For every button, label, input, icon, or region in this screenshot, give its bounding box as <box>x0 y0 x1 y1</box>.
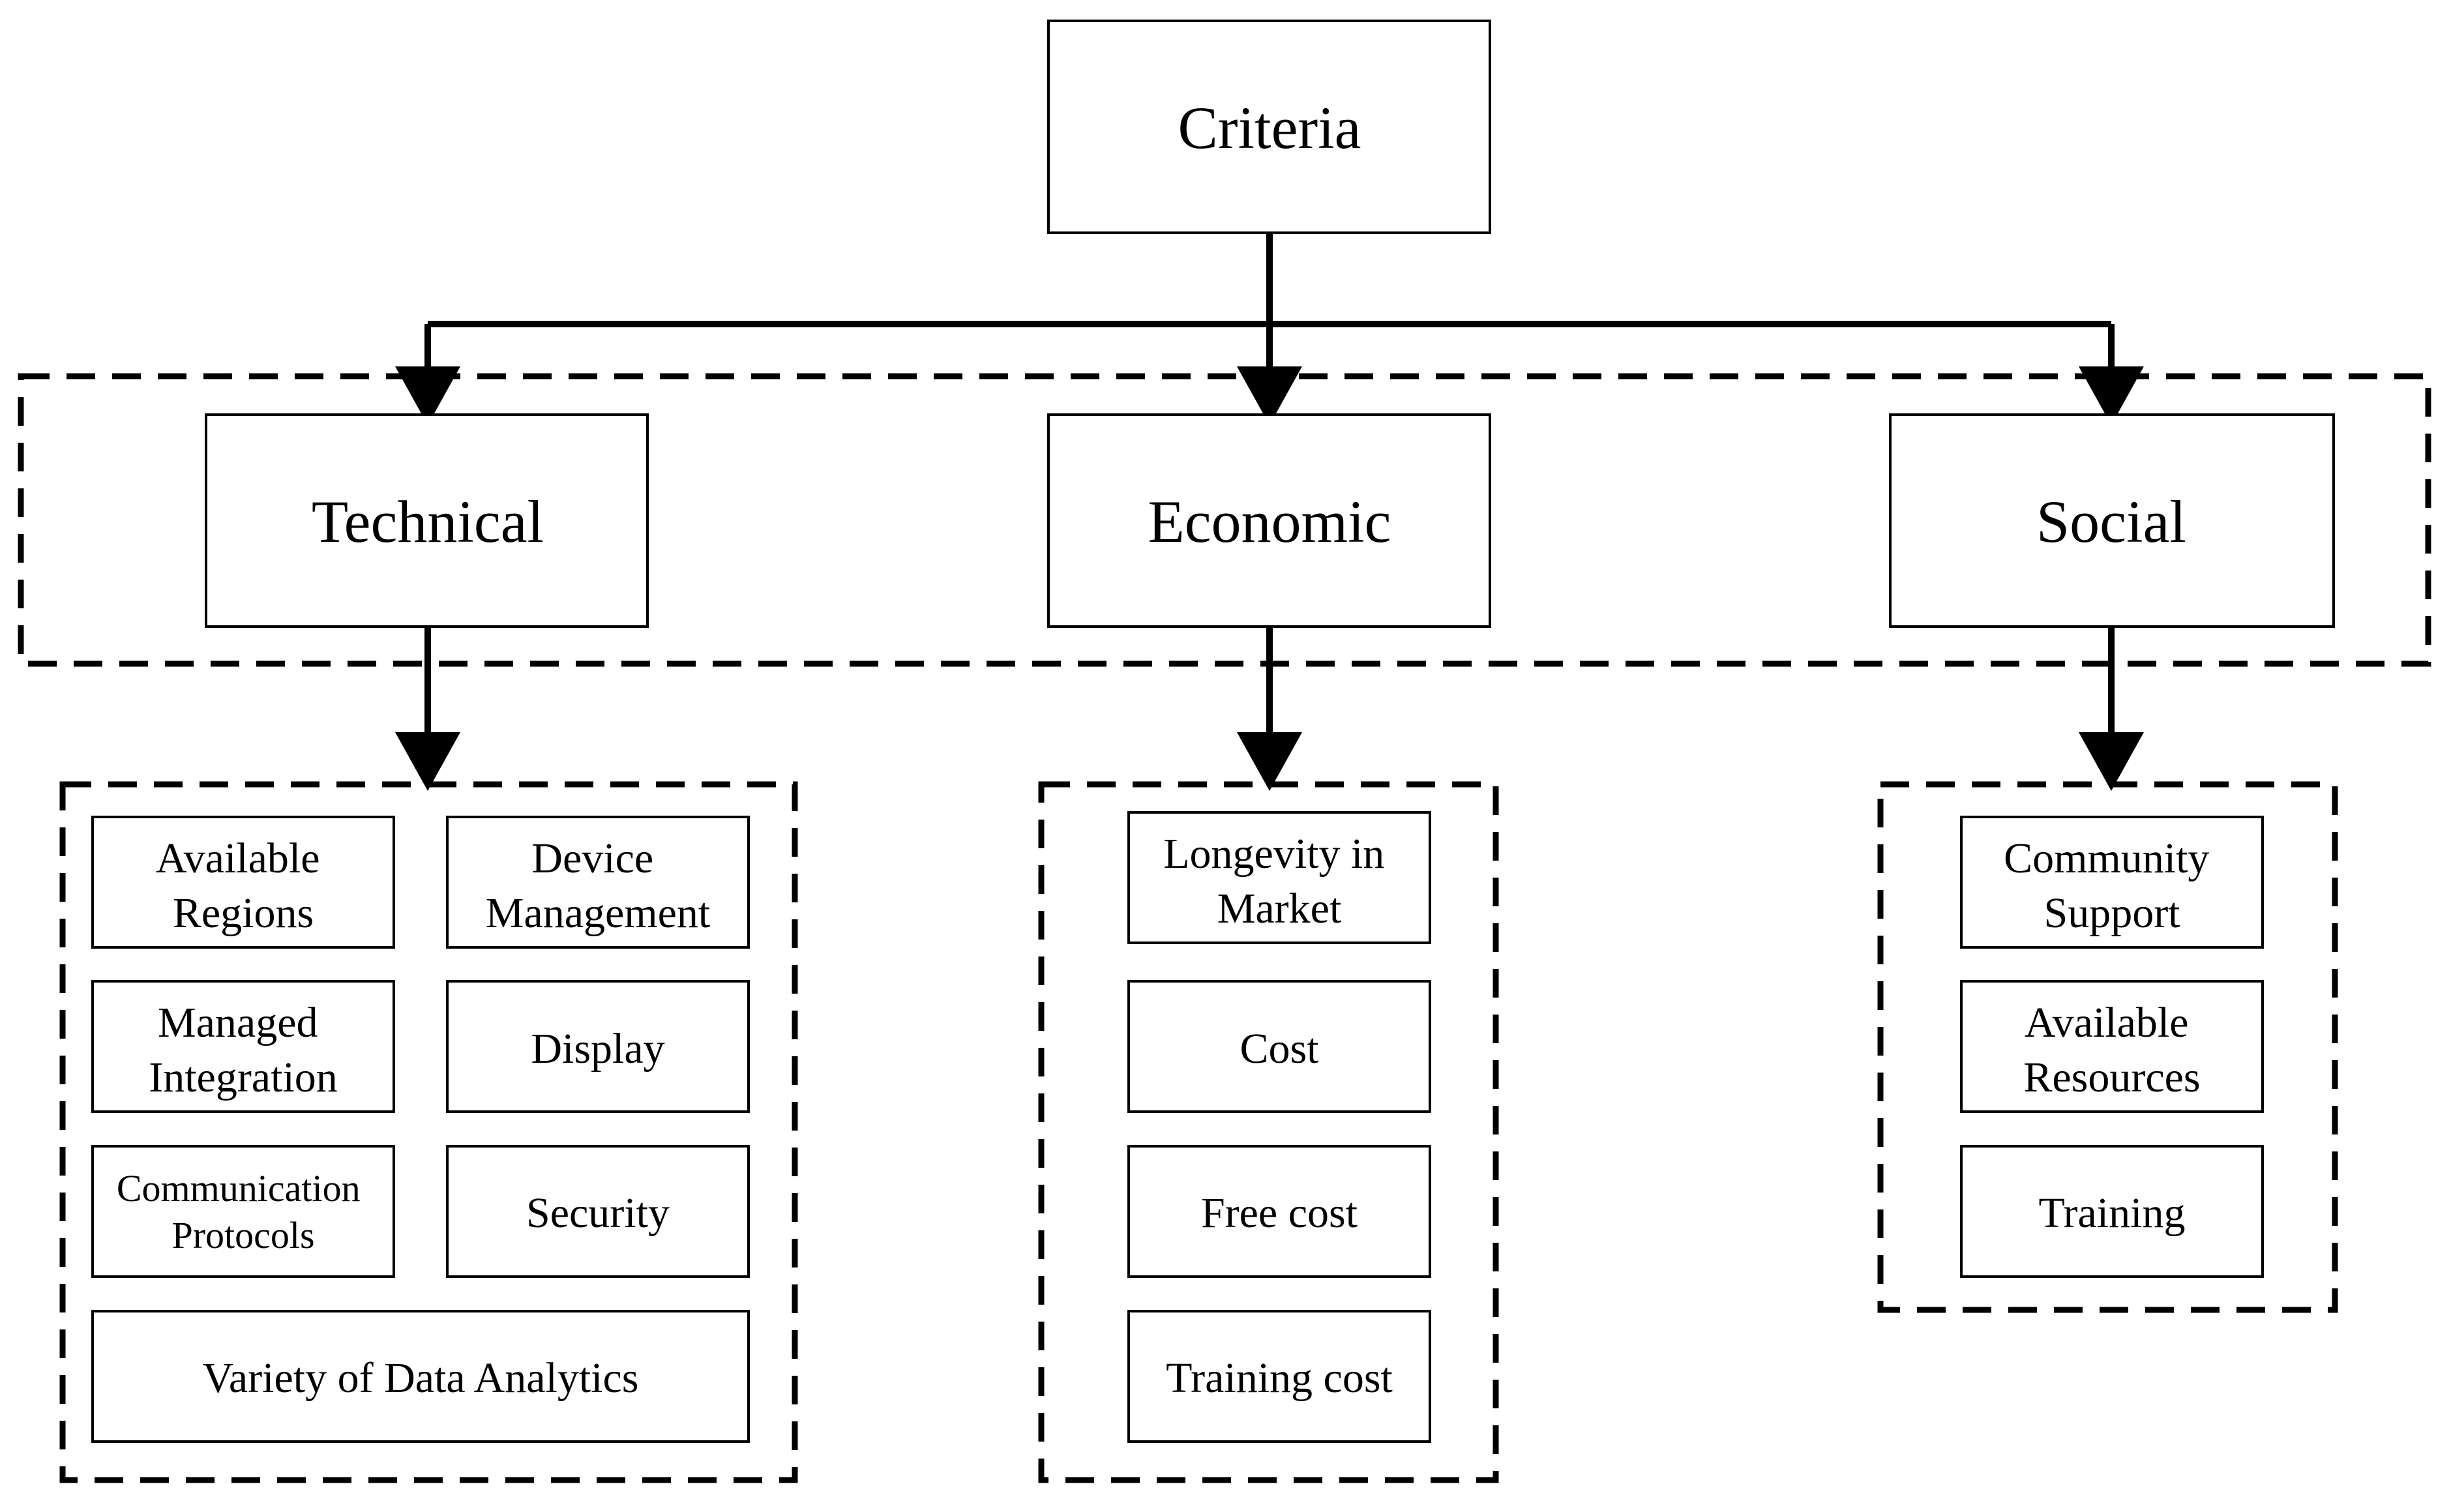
item-label-line: Training <box>2039 1189 2186 1237</box>
item-label: Community Support <box>2004 835 2220 937</box>
economic-item-training-cost: Training cost <box>1127 1310 1431 1443</box>
item-box <box>1960 1145 2264 1278</box>
social-item-training: Training <box>1960 1145 2264 1278</box>
category-node-technical: Technical <box>205 413 649 628</box>
item-label-line: Device <box>531 835 653 882</box>
item-box <box>91 816 395 949</box>
economic-item-longevity-in-market: Longevity in Market <box>1127 811 1431 944</box>
category-node-box <box>1047 413 1491 628</box>
category-node-economic: Economic <box>1047 413 1491 628</box>
economic-item-cost: Cost <box>1127 980 1431 1113</box>
category-node-label: Technical <box>312 488 544 555</box>
technical-item-security: Security <box>446 1145 750 1278</box>
item-label-line: Market <box>1217 885 1342 932</box>
item-box <box>446 816 750 949</box>
item-label-line: Security <box>526 1189 670 1237</box>
item-label: Cost <box>1240 1025 1318 1073</box>
item-box <box>1127 1145 1431 1278</box>
category-node-box <box>1889 413 2335 628</box>
item-label-line: Support <box>2043 889 2180 937</box>
item-box <box>1127 980 1431 1113</box>
item-label: Longevity in Market <box>1163 830 1395 932</box>
item-box <box>446 1145 750 1278</box>
social-item-community-support: Community Support <box>1960 816 2264 949</box>
item-box <box>91 980 395 1113</box>
item-box <box>91 1310 750 1443</box>
item-label-line: Available <box>156 835 320 882</box>
item-label-line: Display <box>531 1025 664 1073</box>
item-label-line: Regions <box>173 889 314 937</box>
category-node-social: Social <box>1889 413 2335 628</box>
item-label-line: Managed <box>158 999 318 1046</box>
item-label: Available Regions <box>156 835 331 937</box>
item-label: Training <box>2039 1189 2186 1237</box>
item-label-line: Protocols <box>171 1214 314 1256</box>
category-node-label: Social <box>2036 488 2186 555</box>
item-label: Security <box>526 1189 670 1237</box>
economic-items-group-frame <box>1038 781 1499 1483</box>
item-label: Device Management <box>486 835 711 937</box>
technical-item-display: Display <box>446 980 750 1113</box>
item-label-line: Training cost <box>1166 1354 1393 1402</box>
item-box <box>1960 816 2264 949</box>
item-label: Communication Protocols <box>117 1167 370 1256</box>
root-node-criteria: Criteria <box>1047 20 1491 234</box>
category-node-box <box>205 413 649 628</box>
technical-item-managed-integration: Managed Integration <box>91 980 395 1113</box>
item-label-line: Free cost <box>1201 1189 1358 1237</box>
item-label-line: Management <box>486 889 711 937</box>
technical-item-device-management: Device Management <box>446 816 750 949</box>
item-label: Available Resources <box>2023 999 2200 1101</box>
root-node-box <box>1047 20 1491 234</box>
item-label-line: Communication <box>117 1167 361 1209</box>
item-box <box>1960 980 2264 1113</box>
economic-item-free-cost: Free cost <box>1127 1145 1431 1278</box>
social-items-group-frame <box>1877 781 2338 1313</box>
item-label-line: Cost <box>1240 1025 1318 1073</box>
item-label: Variety of Data Analytics <box>203 1354 639 1402</box>
item-label-line: Available <box>2025 999 2189 1046</box>
item-box <box>91 1145 395 1278</box>
social-item-available-resources: Available Resources <box>1960 980 2264 1113</box>
technical-item-variety-of-data-analytics: Variety of Data Analytics <box>91 1310 750 1443</box>
item-label-line: Resources <box>2023 1054 2200 1101</box>
technical-item-available-regions: Available Regions <box>91 816 395 949</box>
item-label: Free cost <box>1201 1189 1358 1237</box>
item-box <box>1127 811 1431 944</box>
technical-item-communication-protocols: Communication Protocols <box>91 1145 395 1278</box>
categories-group-frame <box>18 373 2431 667</box>
item-label: Training cost <box>1166 1354 1393 1402</box>
item-label-line: Longevity in <box>1163 830 1384 878</box>
root-node-label: Criteria <box>1178 95 1361 161</box>
item-label: Managed Integration <box>149 999 338 1101</box>
item-box <box>1127 1310 1431 1443</box>
connectors <box>395 233 2144 791</box>
item-label-line: Variety of Data Analytics <box>203 1354 639 1402</box>
category-node-label: Economic <box>1148 488 1391 555</box>
item-box <box>446 980 750 1113</box>
item-label-line: Community <box>2004 835 2209 882</box>
item-label-line: Integration <box>149 1054 338 1101</box>
item-label: Display <box>531 1025 664 1073</box>
